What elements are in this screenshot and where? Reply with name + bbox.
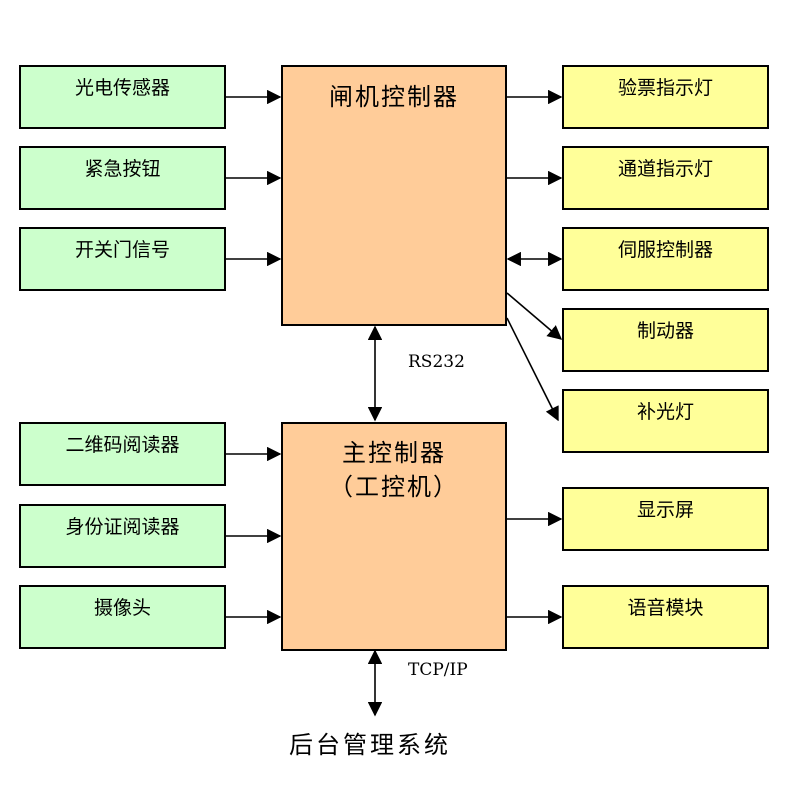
input-qr-reader: 二维码阅读器 [19, 422, 226, 486]
gate-controller-box: 闸机控制器 [281, 65, 507, 326]
main-controller-label: 主控制器 [342, 439, 446, 467]
output-voice-module: 语音模块 [562, 585, 769, 649]
tcpip-label: TCP/IP [408, 660, 468, 680]
gate-controller-label: 闸机控制器 [329, 83, 459, 111]
input-door-signal: 开关门信号 [19, 227, 226, 291]
input-photoelectric-sensor: 光电传感器 [19, 65, 226, 129]
input-emergency-button: 紧急按钮 [19, 146, 226, 210]
main-controller-sublabel: （工控机） [329, 473, 459, 501]
input-id-card-reader: 身份证阅读器 [19, 504, 226, 568]
backend-system-label: 后台管理系统 [289, 731, 451, 759]
input-camera: 摄像头 [19, 585, 226, 649]
rs232-label: RS232 [408, 352, 465, 372]
output-display: 显示屏 [562, 487, 769, 551]
main-controller-box: 主控制器 （工控机） [281, 422, 507, 651]
output-channel-indicator: 通道指示灯 [562, 146, 769, 210]
output-fill-light: 补光灯 [562, 389, 769, 453]
output-servo-controller: 伺服控制器 [562, 227, 769, 291]
arrow-gate-to-fill-light [506, 317, 559, 422]
arrow-gate-to-brake [506, 292, 563, 340]
output-ticket-indicator: 验票指示灯 [562, 65, 769, 129]
output-brake: 制动器 [562, 308, 769, 372]
